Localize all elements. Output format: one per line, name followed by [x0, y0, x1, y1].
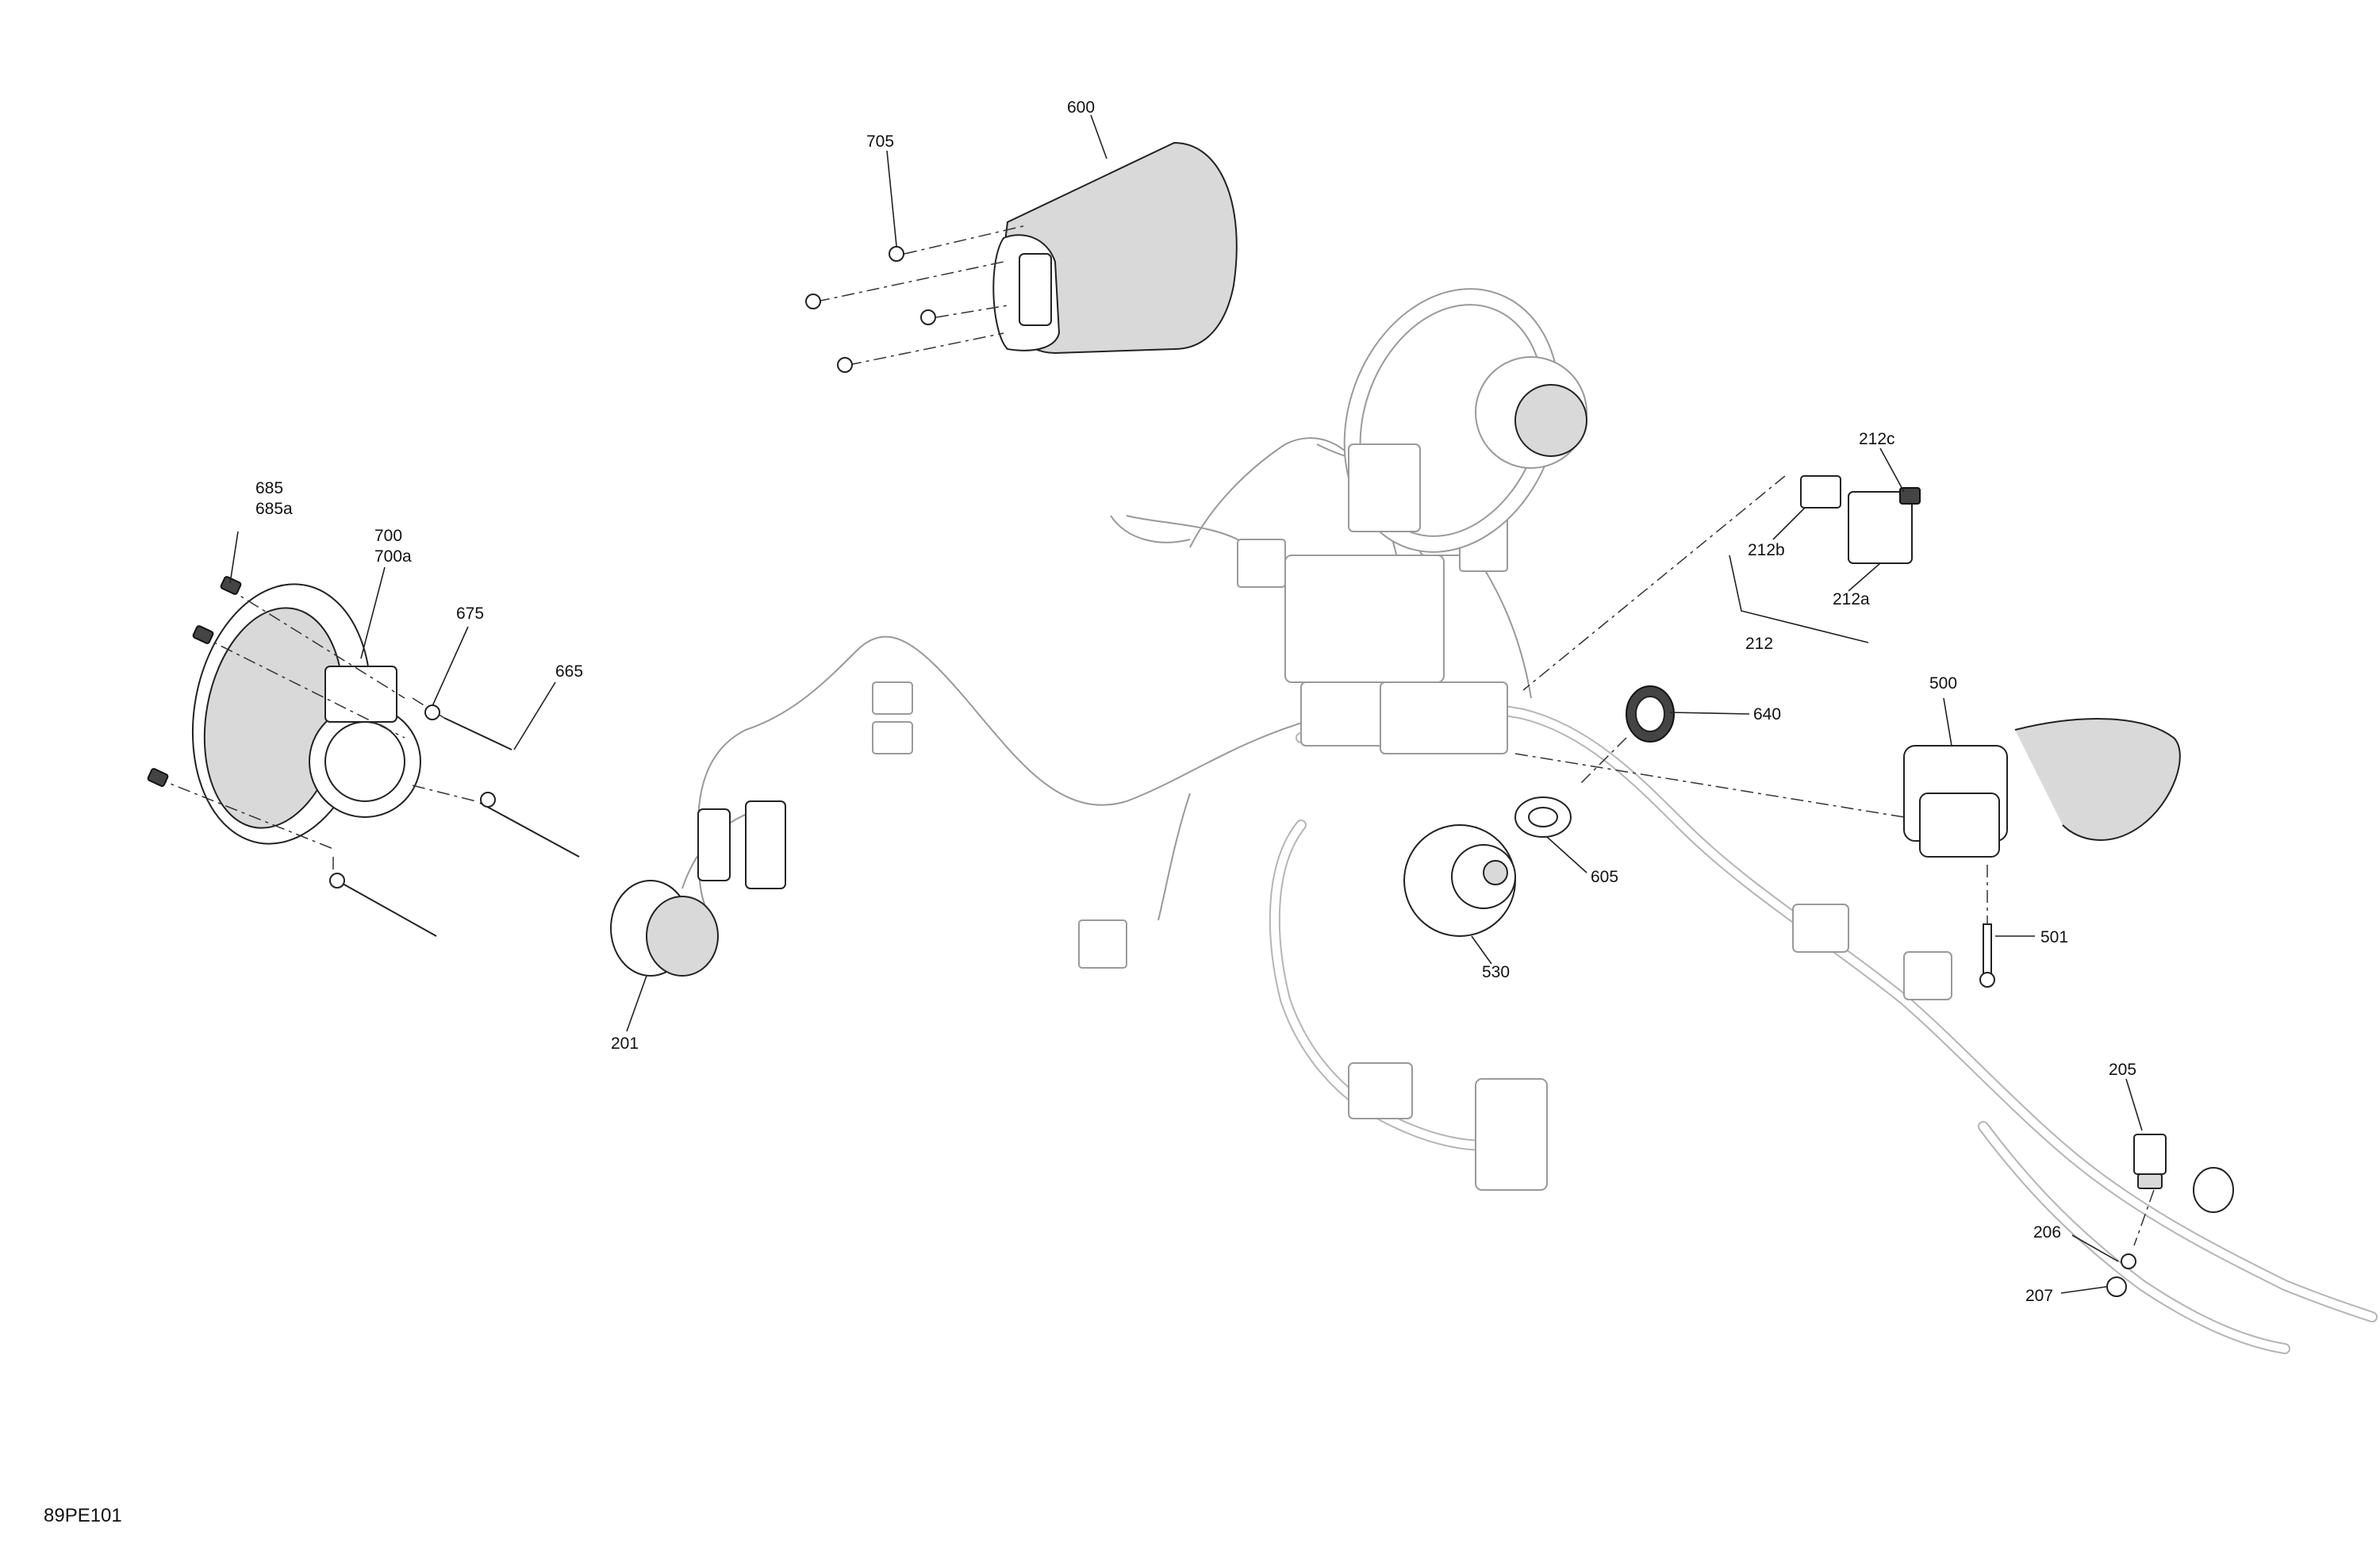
callout-501: 501 [2040, 928, 2068, 946]
callout-212a: 212a [1833, 590, 1870, 608]
part-530-switch [1403, 824, 1516, 937]
callout-675: 675 [456, 605, 484, 623]
part-640-switch [1578, 685, 1675, 786]
callout-labels: 600 705 685 685a 700 700a 675 665 201 21… [255, 98, 2136, 1305]
part-206-washer [2121, 1253, 2136, 1269]
callout-leaders [229, 114, 2143, 1294]
part-605-nut [1514, 796, 1572, 838]
callout-212: 212 [1745, 635, 1773, 653]
callout-207: 207 [2025, 1287, 2053, 1305]
callout-685: 685 [255, 479, 283, 497]
callout-500: 500 [1929, 674, 1957, 693]
wiring-harness [697, 437, 2378, 1354]
part-207-nut [2106, 1276, 2127, 1297]
fuse-box-outline [1284, 555, 1445, 683]
part-205-bracket [2133, 1134, 2234, 1246]
callout-530: 530 [1482, 963, 1510, 981]
part-212-connector [1522, 475, 1921, 691]
callout-600: 600 [1067, 98, 1095, 117]
callout-665: 665 [555, 662, 583, 681]
part-665-bolts [329, 697, 580, 937]
part-600-lens-cover [992, 141, 1238, 355]
headlight-right [1343, 288, 1587, 553]
part-201-bulb-socket [610, 800, 786, 977]
callout-700a: 700a [374, 547, 412, 566]
ecu-connector-outline [1475, 1078, 1548, 1191]
callout-605: 605 [1591, 868, 1618, 886]
headlight-left [191, 583, 421, 845]
callout-685a: 685a [255, 500, 293, 518]
callout-700: 700 [374, 527, 402, 545]
callout-212b: 212b [1748, 541, 1785, 559]
diagram-code: 89PE101 [44, 1505, 122, 1526]
callout-705: 705 [866, 132, 894, 151]
callout-212c: 212c [1859, 430, 1895, 448]
callout-205: 205 [2109, 1061, 2136, 1079]
part-685-adjuster-screws [147, 576, 405, 850]
part-705-screws [805, 225, 1024, 373]
part-500-handlebar-switch [1514, 718, 2181, 988]
callout-206: 206 [2033, 1223, 2061, 1242]
callout-201: 201 [611, 1034, 639, 1053]
callout-640: 640 [1753, 705, 1781, 724]
